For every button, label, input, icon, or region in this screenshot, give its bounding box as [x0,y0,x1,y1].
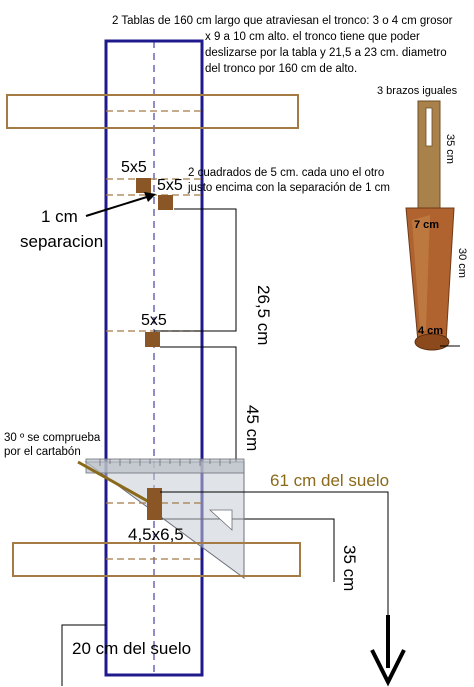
dim-label-45: 45 cm [243,405,262,451]
square-top-right [158,195,173,210]
height-lower-line [61,624,106,686]
dim-bracket-45 [160,346,237,462]
arm-slot [425,107,433,147]
header-note-line-2: x 9 a 10 cm alto. el tronco tiene que po… [205,31,420,43]
lower-board [12,542,301,577]
set-square [84,458,245,579]
header-note-line-3: deslizarse por la tabla y 21,5 a 23 cm. … [205,47,447,59]
hole-bottom-label: 4,5x6,5 [128,525,184,544]
square-middle [145,332,160,347]
dim-bracket-26-5 [154,208,237,332]
angle-line [77,460,161,510]
separation-note-line-2: separacion [20,232,103,251]
inset-dim-body: 30 cm [456,248,468,278]
height-lower-label: 20 cm del suelo [72,639,191,658]
squares-note-line-2: justo encima con la separación de 1 cm [187,182,390,194]
floor-arrow [370,615,406,687]
height-upper-line [160,491,389,652]
arm-body-highlight [412,215,430,332]
square-top-right-label: 5x5 [157,177,183,194]
arm-illustration [405,100,460,351]
square-middle-label: 5x5 [141,312,167,329]
height-upper-label: 61 cm del suelo [270,471,389,490]
dim-label-26-5: 26,5 cm [254,285,273,345]
header-note-line-4: del tronco por 160 cm de alto. [205,63,357,75]
angle-note-line-1: 30 º se comprueba [4,432,101,444]
separation-note-line-1: 1 cm [41,207,78,226]
hole-bottom [147,488,162,520]
separation-arrow-head [144,192,156,202]
squares-note-line-1: 2 cuadrados de 5 cm. cada uno el otro [188,167,384,179]
inset-dim-top-width: 7 cm [414,219,439,231]
inset-dim-bottom-width: 4 cm [418,325,443,337]
angle-note-line-2: por el cartabón [4,446,81,458]
arms-note: 3 brazos iguales [377,85,458,97]
inset-dim-handle: 35 cm [444,134,456,164]
square-top-left [136,178,151,193]
header-note-line-1: 2 Tablas de 160 cm largo que atraviesan … [112,15,453,27]
upper-board [6,94,299,129]
separation-arrow [85,195,151,217]
dim-label-35: 35 cm [340,545,359,591]
square-top-left-label: 5x5 [121,159,147,176]
